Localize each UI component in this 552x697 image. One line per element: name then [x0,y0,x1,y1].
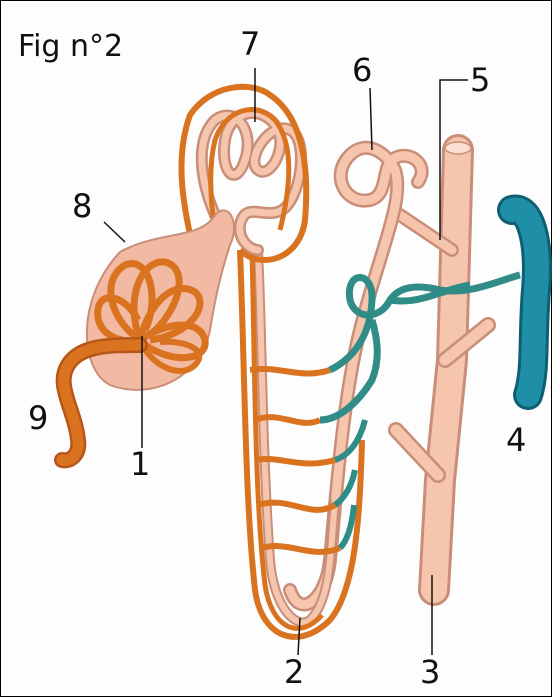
figure-title: Fig n°2 [18,32,123,62]
label-5-duct-branch: 5 [470,64,490,96]
label-7-proximal-tubule: 7 [240,28,260,60]
label-3-collecting-duct: 3 [420,656,440,688]
label-9-artery: 9 [28,402,48,434]
label-1-glomerulus: 1 [130,448,150,480]
label-4-vein: 4 [506,424,526,456]
collecting-duct [396,142,488,590]
label-2-loop-of-henle: 2 [284,656,304,688]
label-6-distal-tubule: 6 [352,54,372,86]
label-8-capsule: 8 [72,190,92,222]
renal-vein [512,210,537,395]
